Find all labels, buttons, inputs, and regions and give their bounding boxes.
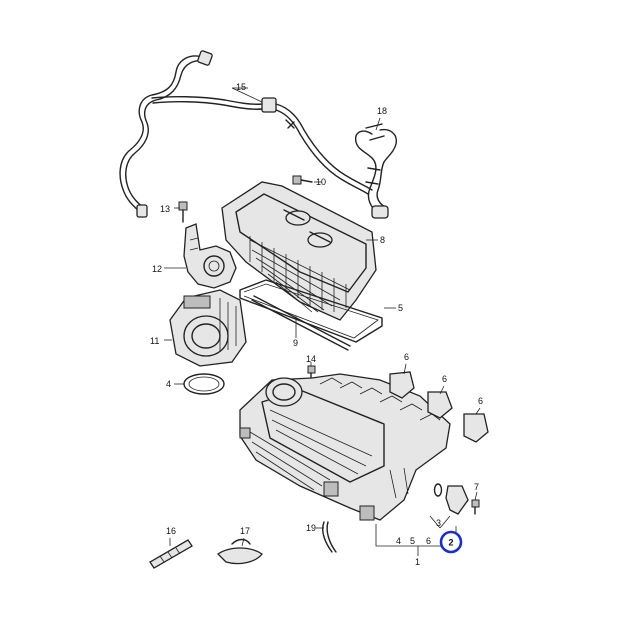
callout-19: 19	[306, 523, 316, 533]
callout-4-bottom: 4	[396, 536, 401, 546]
callout-7: 7	[474, 482, 479, 492]
callout-6-b: 6	[442, 374, 447, 384]
callout-2-highlighted: 2	[448, 538, 453, 548]
callout-9: 9	[293, 338, 298, 348]
callout-13: 13	[160, 204, 170, 214]
callout-4-left: 4	[166, 379, 171, 389]
part-17-cover	[216, 538, 263, 565]
callout-10: 10	[316, 177, 326, 187]
part-5-gasket-upper	[239, 279, 383, 343]
part-18-curved-hose	[355, 123, 397, 219]
callout-8: 8	[380, 235, 385, 245]
callout-18: 18	[377, 106, 387, 116]
callout-12: 12	[152, 264, 162, 274]
part-9-seal-strip	[251, 295, 351, 351]
part-10-bolt	[292, 175, 313, 185]
part-12-bracket	[183, 223, 237, 289]
callout-6-c: 6	[478, 396, 483, 406]
part-16-clip-strip	[149, 539, 193, 569]
part-15-breather-hose	[119, 50, 373, 218]
callout-1: 1	[415, 557, 420, 567]
part-11-throttle-body	[169, 289, 247, 367]
part-6-gaskets	[389, 371, 489, 443]
callout-5-upper: 5	[398, 303, 403, 313]
callout-6-a: 6	[404, 352, 409, 362]
callout-11: 11	[150, 336, 159, 346]
part-4-oring	[183, 373, 225, 395]
part-13-bolt	[178, 201, 188, 223]
callout-3: 3	[436, 518, 441, 528]
part-2-sensor	[445, 485, 469, 515]
part-19-small-hose	[322, 521, 337, 553]
callout-6-bottom: 6	[426, 536, 431, 546]
lower-intake-manifold	[239, 373, 451, 521]
callout-labels: 15 18 10 13 8 12 5 9 11 4 14 6 6 6 7 3 1…	[150, 82, 483, 567]
callout-5-bottom: 5	[410, 536, 415, 546]
callout-16: 16	[166, 526, 176, 536]
callout-15: 15	[236, 82, 246, 92]
callout-17: 17	[240, 526, 250, 536]
part-7-bolt	[471, 499, 480, 515]
part-3-oring-small	[433, 483, 443, 497]
highlight-circle	[439, 530, 463, 554]
callout-14: 14	[306, 354, 316, 364]
part-8-upper-plenum	[221, 181, 377, 321]
